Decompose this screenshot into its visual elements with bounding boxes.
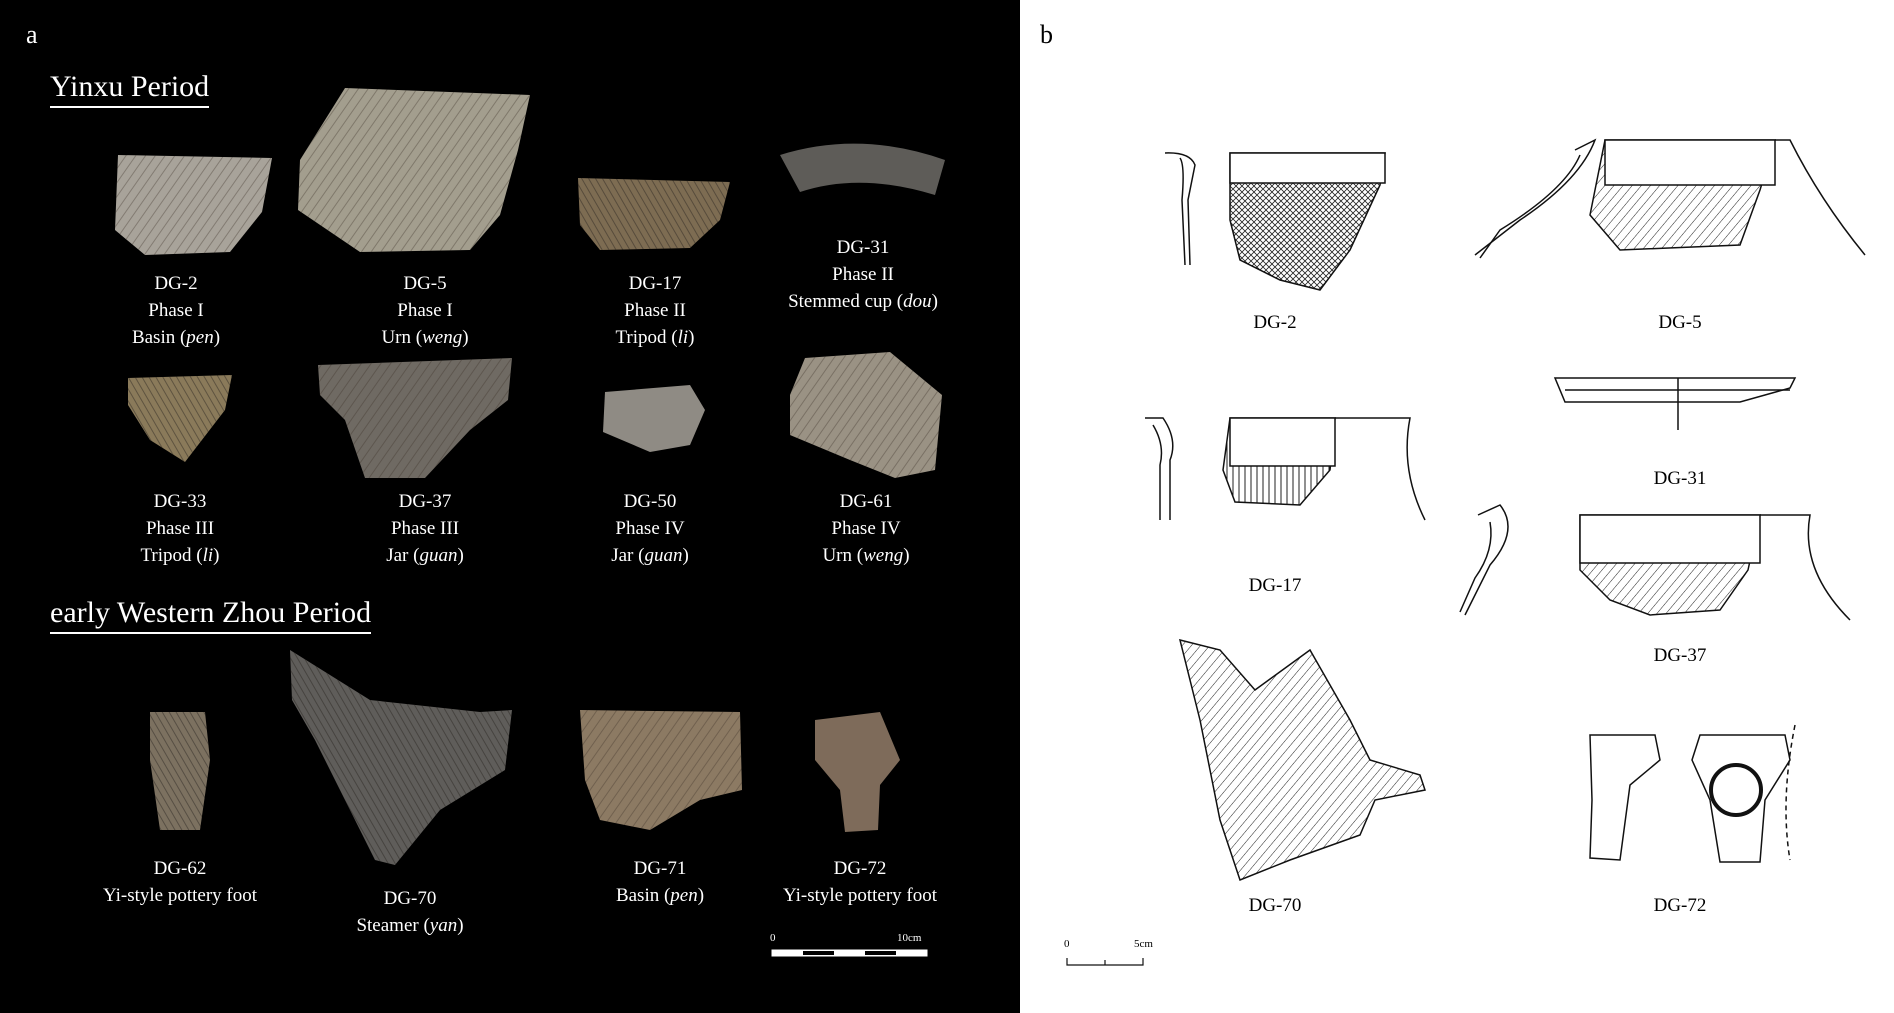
caption-dg-31: DG-31 Phase II Stemmed cup (dou) [788,237,938,312]
caption-dg-71: DG-71 Basin (pen) [615,858,705,906]
caption-dg-17: DG-17 Phase II Tripod (li) [615,273,695,348]
scale-a-end: 10cm [897,932,922,944]
caption-dg-50: DG-50 Phase IV Jar (guan) [611,491,689,566]
drawing-dg-72 [1589,724,1796,863]
caption-dg-61: DG-61 Phase IV Urn (weng) [822,491,910,566]
caption-dg-72: DG-72 Yi-style pottery foot [782,858,938,906]
period-heading-yinxu: Yinxu Period [50,70,210,108]
drawing-dg-5 [1474,138,1866,259]
drawing-dg-70 [1178,638,1426,881]
drawing-label-dg-5: DG-5 [1658,312,1702,333]
caption-dg-70: DG-70 Steamer (yan) [356,888,464,936]
caption-dg-5: DG-5 Phase I Urn (weng) [381,273,469,348]
drawing-dg-2 [1164,152,1386,291]
caption-dg-62: DG-62 Yi-style pottery foot [102,858,258,906]
drawing-label-dg-72: DG-72 [1653,895,1707,916]
caption-dg-2: DG-2 Phase I Basin (pen) [131,273,221,348]
panel-label-a: a [26,20,38,49]
caption-dg-33: DG-33 Phase III Tripod (li) [140,491,220,566]
scale-b-end: 5cm [1134,938,1153,950]
drawing-dg-37 [1459,504,1851,621]
sherd-photographs [115,88,945,957]
sherd-dg-72 [815,712,900,832]
drawing-label-dg-17: DG-17 [1248,575,1302,596]
scale-bar-a [771,949,928,957]
line-drawings [1066,138,1866,966]
drawing-label-dg-2: DG-2 [1253,312,1297,333]
drawing-label-dg-31: DG-31 [1653,468,1707,489]
sherd-dg-50 [603,385,705,452]
caption-dg-37: DG-37 Phase III Jar (guan) [386,491,464,566]
scale-a-start: 0 [770,932,776,944]
drawing-dg-31 [1553,377,1797,430]
drawing-label-dg-70: DG-70 [1248,895,1302,916]
drawing-label-dg-37: DG-37 [1653,645,1707,666]
panel-label-b: b [1040,20,1053,49]
panel-b-line-drawings: b [1020,0,1894,1013]
drawing-dg-17 [1145,417,1426,521]
scale-bar-b [1066,958,1144,966]
panel-a-photographs: a Yinxu Period early Western Zhou Period [0,0,1020,1013]
sherd-dg-31 [780,143,945,195]
period-heading-western-zhou: early Western Zhou Period [50,596,372,634]
scale-b-start: 0 [1064,938,1070,950]
